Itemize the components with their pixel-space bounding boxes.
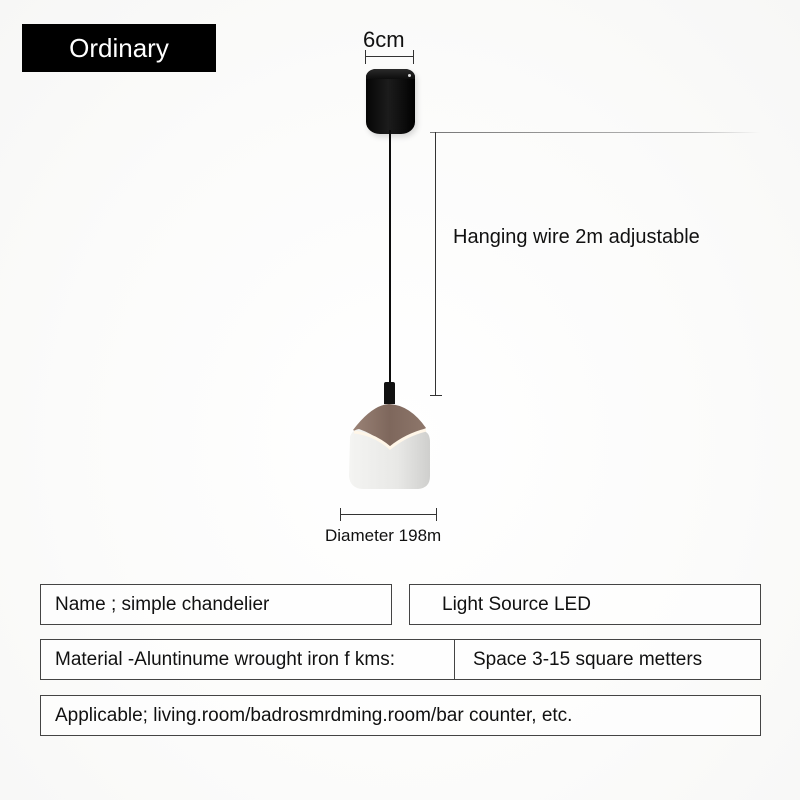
hanging-wire-label: Hanging wire 2m adjustable — [453, 226, 700, 248]
hanging-wire-image — [389, 130, 391, 383]
spec-light-source: Light Source LED — [442, 593, 591, 615]
canopy-width-tick-right — [413, 50, 414, 64]
spec-material-space-box: Material -Aluntinume wrought iron f kms:… — [40, 639, 761, 680]
canopy-width-tick-left — [365, 50, 366, 64]
spec-applicable-box: Applicable; living.room/badrosmrdming.ro… — [40, 695, 761, 736]
canopy-width-label: 6cm — [363, 27, 405, 52]
diameter-label: Diameter 198m — [325, 526, 442, 545]
spec-light-source-box: Light Source LED — [409, 584, 761, 625]
spec-name-box: Name ; simple chandelier — [40, 584, 392, 625]
wire-dimension-bottom-tick — [430, 395, 442, 396]
ceiling-canopy-image — [366, 69, 415, 134]
diameter-tick-right — [436, 508, 437, 521]
spec-name: Name ; simple chandelier — [55, 593, 270, 615]
cable-grip-image — [384, 382, 395, 404]
lamp-shade-image — [349, 404, 430, 489]
diameter-line — [340, 514, 437, 515]
canopy-width-line — [365, 56, 413, 57]
ordinary-badge: Ordinary — [22, 24, 216, 72]
wire-dimension-line — [435, 132, 436, 395]
spec-material: Material -Aluntinume wrought iron f kms: — [55, 648, 396, 670]
wire-dimension-top-line — [430, 132, 760, 133]
badge-label: Ordinary — [69, 32, 169, 63]
spec-applicable: Applicable; living.room/badrosmrdming.ro… — [55, 704, 573, 726]
spec-space-cell: Space 3-15 square metters — [455, 640, 702, 679]
spec-material-cell: Material -Aluntinume wrought iron f kms: — [41, 640, 455, 679]
diameter-tick-left — [340, 508, 341, 521]
spec-space: Space 3-15 square metters — [473, 648, 703, 670]
